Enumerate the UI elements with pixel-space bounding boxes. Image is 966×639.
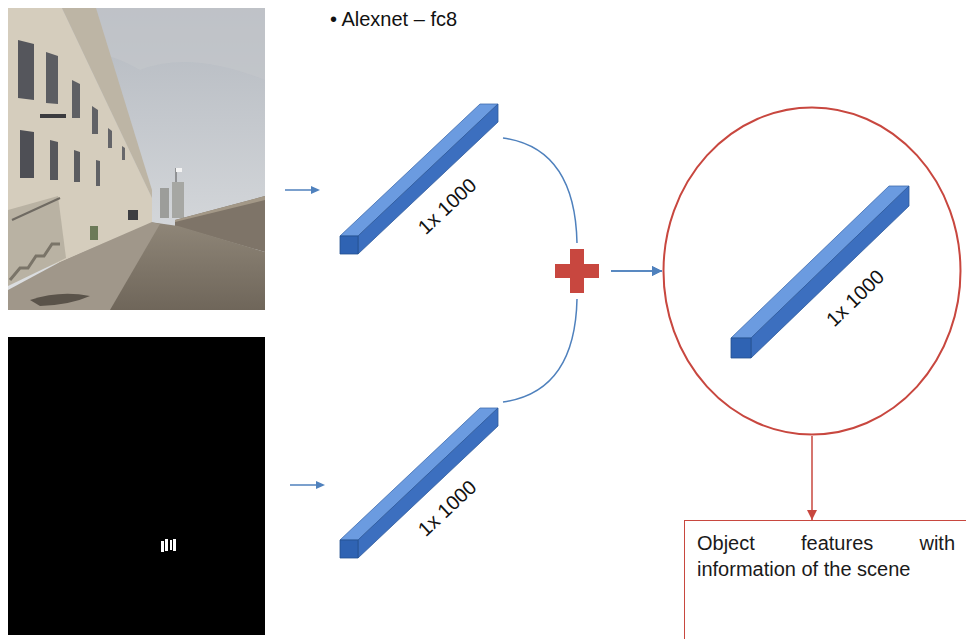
mask-image bbox=[8, 337, 265, 635]
connector-arrow bbox=[503, 271, 662, 402]
layer-title: • Alexnet – fc8 bbox=[330, 8, 457, 31]
input-arrow bbox=[285, 186, 325, 489]
note-text: Object features with information of the … bbox=[697, 531, 955, 582]
connector-arrow bbox=[503, 138, 662, 271]
plus-symbol bbox=[555, 249, 599, 293]
feature-vector: 1x 1000 bbox=[335, 98, 503, 260]
callout-box: Object features with information of the … bbox=[684, 520, 966, 639]
street-photo bbox=[8, 8, 265, 310]
feature-vector: 1x 1000 bbox=[725, 180, 915, 370]
bar-shape bbox=[335, 400, 503, 565]
mask-blobs bbox=[161, 539, 176, 552]
bar-shape bbox=[725, 180, 915, 370]
feature-vector: 1x 1000 bbox=[335, 400, 503, 565]
bar-shape bbox=[335, 98, 503, 260]
highlight-circle: 1x 1000 bbox=[662, 106, 962, 436]
connector-arrow bbox=[811, 436, 813, 520]
